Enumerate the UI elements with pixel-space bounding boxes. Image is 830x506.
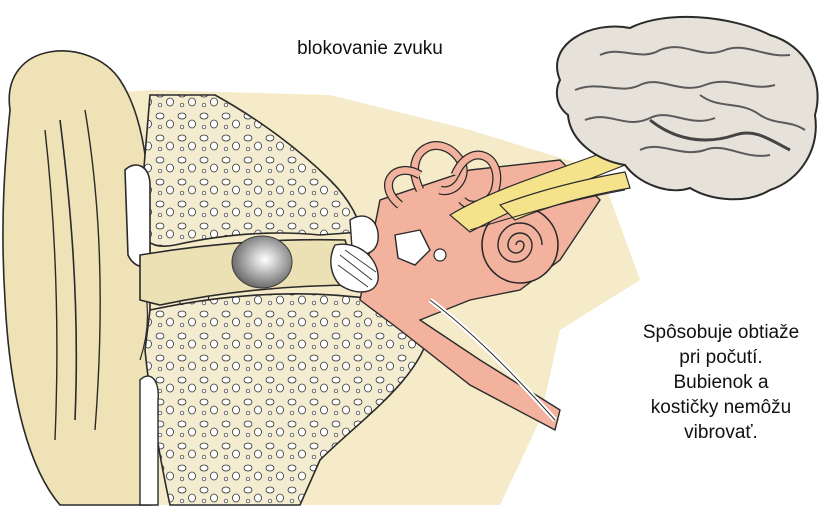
caption-line: pri počutí. xyxy=(612,345,830,370)
earwax-plug xyxy=(232,236,292,288)
caption-line: vibrovať. xyxy=(612,420,830,445)
caption-line: kostičky nemôžu xyxy=(612,395,830,420)
caption-line: Spôsobuje obtiaže xyxy=(612,320,830,345)
caption-text: Spôsobuje obtiaže pri počutí. Bubienok a… xyxy=(612,320,830,445)
diagram-title: blokovanie zvuku xyxy=(250,36,490,61)
auricle xyxy=(3,51,150,505)
caption-line: Bubienok a xyxy=(612,370,830,395)
